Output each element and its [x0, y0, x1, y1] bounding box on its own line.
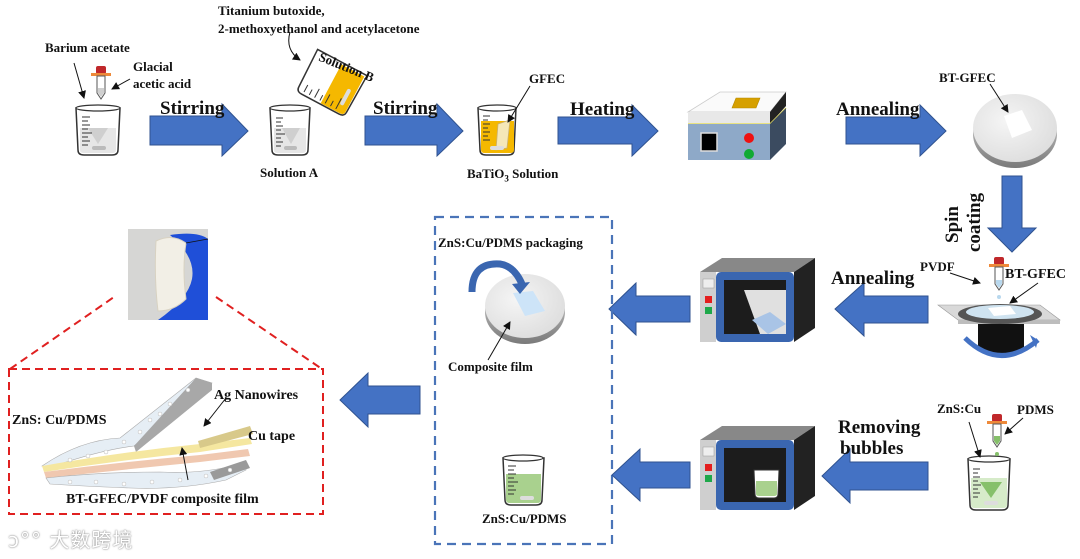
label-acetic-acid: acetic acid	[133, 76, 192, 91]
label-stirring-2: Stirring	[373, 98, 438, 119]
label-zns-cu: ZnS:Cu	[937, 401, 982, 416]
zns-pdms-beaker-icon	[502, 454, 545, 506]
label-zns-pdms: ZnS:Cu/PDMS	[482, 511, 567, 526]
arrow-stirring-2	[364, 102, 464, 158]
label-titanium-butoxide: Titanium butoxide,	[218, 3, 325, 18]
label-composite-film: Composite film	[448, 359, 533, 374]
beaker-icon	[75, 104, 121, 156]
device-detail-box	[8, 368, 324, 515]
label-bubbles: bubbles	[840, 438, 904, 459]
batio3-beaker-icon	[477, 104, 517, 156]
arrow-spin-coating	[986, 175, 1038, 253]
arrow-stirring-1	[149, 102, 249, 158]
arrow-annealing-1	[845, 103, 947, 158]
vacuum-oven-icon	[700, 426, 815, 510]
label-packaging-title: ZnS:Cu/PDMS packaging	[438, 235, 583, 250]
arrow-to-device	[339, 371, 421, 429]
solution-b-beaker-icon	[297, 48, 369, 116]
hot-plate-icon	[686, 91, 787, 160]
label-bt-gfec-spin: BT-GFEC	[1005, 267, 1066, 282]
label-coating: coating	[964, 192, 985, 252]
zns-beaker-icon	[967, 414, 1011, 511]
label-pdms: PDMS	[1017, 402, 1054, 417]
watermark: ↄ°° 大数跨境	[8, 528, 134, 552]
label-pvdf: PVDF	[920, 259, 955, 274]
label-annealing-2: Annealing	[831, 268, 915, 289]
flip-arrow-icon	[468, 260, 526, 293]
label-zns-layer: ZnS: Cu/PDMS	[12, 413, 107, 428]
label-ag-nanowires: Ag Nanowires	[214, 388, 299, 403]
device-photo	[128, 229, 208, 320]
arrow-heating	[557, 103, 659, 158]
beaker-icon	[269, 104, 311, 156]
spin-coater-icon	[937, 257, 1061, 358]
label-cu-tape: Cu tape	[248, 429, 296, 444]
label-spin: Spin	[942, 206, 963, 243]
label-bt-gfec-disc: BT-GFEC	[939, 70, 996, 85]
packaging-box	[433, 215, 614, 546]
dropper-icon	[91, 66, 111, 100]
label-barium-acetate: Barium acetate	[45, 40, 130, 55]
label-solution-a: Solution A	[260, 165, 319, 180]
label-glacial: Glacial	[133, 59, 173, 74]
arrow-to-packaging-2	[611, 447, 691, 503]
arrow-annealing-2	[834, 281, 929, 338]
label-methoxyethanol: 2-methoxyethanol and acetylacetone	[218, 21, 420, 36]
label-annealing-1: Annealing	[836, 99, 920, 120]
label-heating: Heating	[570, 99, 635, 120]
label-stirring-1: Stirring	[160, 98, 225, 119]
label-removing: Removing	[838, 417, 921, 438]
oven-icon	[700, 258, 815, 342]
label-batio3-solution: BaTiO3 Solution	[467, 166, 559, 184]
label-composite-device: BT-GFEC/PVDF composite film	[66, 492, 259, 507]
substrate-disc-icon	[973, 94, 1057, 168]
arrow-removing-bubbles	[821, 447, 929, 505]
label-gfec: GFEC	[529, 71, 566, 86]
arrow-to-packaging	[608, 281, 691, 337]
device-layers-illustration	[41, 377, 253, 489]
